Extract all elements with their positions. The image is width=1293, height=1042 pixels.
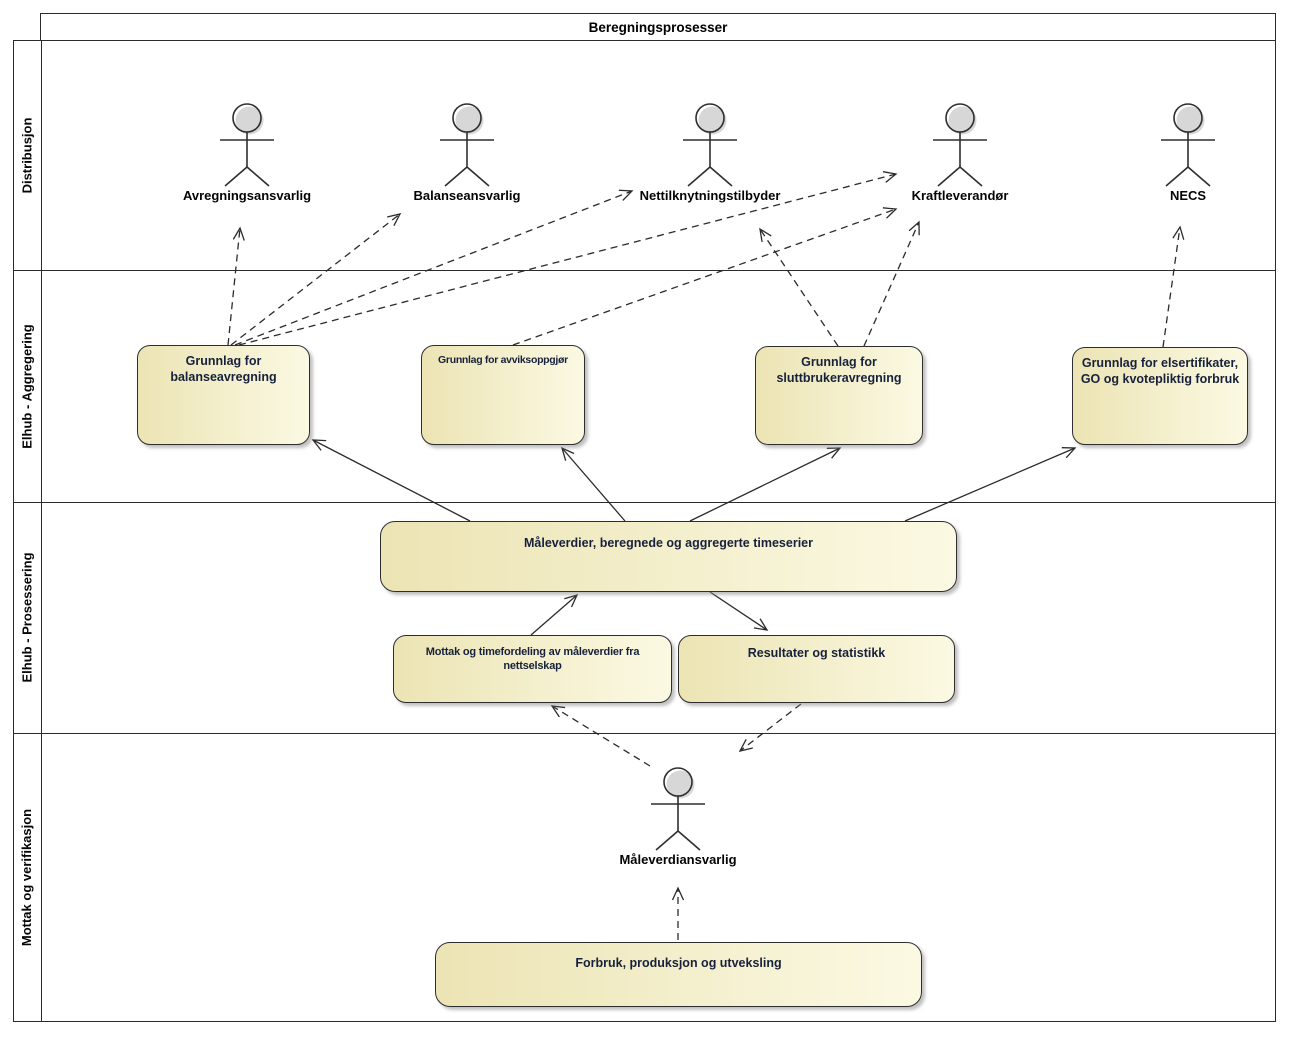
actor-necs-label: NECS: [1169, 188, 1207, 203]
edge-balanseavregning-to-nettilknytningstilbyder: [234, 191, 632, 346]
edge-sluttbrukeravregning-to-nettilknytningstilbyder: [760, 229, 839, 347]
process-grunnlag-balanseavregning: Grunnlag for balanseavregning: [137, 345, 310, 445]
pool-frame: [13, 40, 1276, 1022]
actor-avregningsansvarlig-figure: [220, 103, 274, 187]
edge-timeserier-to-avviksoppgjor: [562, 448, 626, 522]
edge-sluttbrukeravregning-to-kraftleverandor: [863, 222, 919, 347]
actor-maleverdiansvarlig-label: Måleverdiansvarlig: [619, 852, 737, 867]
edge-maleverdiansvarlig-to-mottak-timefordeling: [552, 706, 651, 767]
edge-timeserier-to-balanseavregning: [313, 440, 471, 522]
actor-kraftleverandor-label: Kraftleverandør: [911, 188, 1009, 203]
lane-separator-2: [13, 502, 1276, 503]
lane-separator-3: [13, 733, 1276, 734]
process-grunnlag-elsertifikater: Grunnlag for elsertifikater, GO og kvote…: [1072, 347, 1248, 445]
lane-separator-1: [13, 270, 1276, 271]
process-grunnlag-sluttbrukeravregning-label: Grunnlag for sluttbrukeravregning: [776, 355, 902, 386]
process-maleverdier-timeserier-label: Måleverdier, beregnede og aggregerte tim…: [523, 536, 813, 550]
actor-necs-figure: [1161, 103, 1215, 187]
actor-avregningsansvarlig-label: Avregningsansvarlig: [182, 188, 312, 203]
process-maleverdier-timeserier: Måleverdier, beregnede og aggregerte tim…: [380, 521, 957, 592]
edge-mottak-timefordeling-to-timeserier: [530, 595, 577, 636]
actor-nettilknytningstilbyder-label: Nettilknytningstilbyder: [639, 188, 781, 203]
actor-kraftleverandor-figure: [933, 103, 987, 187]
process-grunnlag-avviksoppgjor-label: Grunnlag for avviksoppgjør: [438, 354, 568, 366]
process-forbruk-produksjon-utveksling: Forbruk, produksjon og utveksling: [435, 942, 922, 1007]
process-grunnlag-balanseavregning-label: Grunnlag for balanseavregning: [170, 354, 277, 385]
edge-balanseavregning-to-kraftleverandor: [238, 174, 896, 346]
process-resultater-statistikk-label: Resultater og statistikk: [747, 646, 886, 660]
pool-title: Beregningsprosesser: [40, 13, 1276, 41]
process-forbruk-produksjon-utveksling-label: Forbruk, produksjon og utveksling: [575, 956, 782, 970]
process-resultater-statistikk: Resultater og statistikk: [678, 635, 955, 703]
process-grunnlag-elsertifikater-label: Grunnlag for elsertifikater, GO og kvote…: [1080, 356, 1240, 387]
process-mottak-timefordeling-label: Mottak og timefordeling av måleverdier f…: [425, 646, 640, 673]
actor-maleverdiansvarlig-figure: [651, 767, 705, 851]
edge-timeserier-to-elsertifikater: [904, 448, 1075, 522]
actor-nettilknytningstilbyder-figure: [683, 103, 737, 187]
lane-label-divider: [41, 40, 42, 1022]
edge-timeserier-to-resultater: [709, 591, 767, 630]
pool-title-text: Beregningsprosesser: [588, 19, 728, 35]
edge-timeserier-to-sluttbrukeravregning: [689, 448, 840, 522]
edge-elsertifikater-to-necs: [1162, 227, 1180, 348]
actor-balanseansvarlig-label: Balanseansvarlig: [413, 188, 521, 203]
edge-avviksoppgjor-to-kraftleverandor: [512, 209, 896, 346]
actor-balanseansvarlig-figure: [440, 103, 494, 187]
process-mottak-timefordeling: Mottak og timefordeling av måleverdier f…: [393, 635, 672, 703]
process-grunnlag-sluttbrukeravregning: Grunnlag for sluttbrukeravregning: [755, 346, 923, 445]
edge-resultater-to-maleverdiansvarlig: [740, 703, 802, 751]
process-grunnlag-avviksoppgjor: Grunnlag for avviksoppgjør: [421, 345, 585, 445]
edge-balanseavregning-to-avregningsansvarlig: [227, 228, 240, 346]
